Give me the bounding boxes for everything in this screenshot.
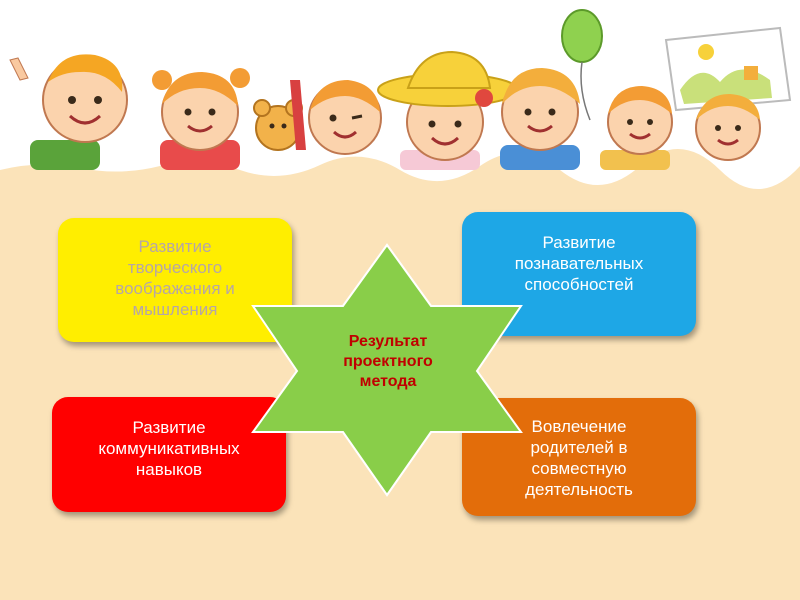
star-center-label: Результат проектного метода xyxy=(343,333,433,390)
box-creative-imagination-label: Развитие творческого воображения и мышле… xyxy=(115,237,235,319)
teddy-bear xyxy=(253,99,303,151)
box-parent-involvement: Вовлечение родителей в совместную деятел… xyxy=(462,398,696,516)
box-creative-imagination: Развитие творческого воображения и мышле… xyxy=(58,218,292,342)
kid-4 xyxy=(377,50,519,170)
children-illustration xyxy=(9,9,792,170)
kid-5 xyxy=(500,68,580,170)
box-cognitive-abilities-label: Развитие познавательных способностей xyxy=(514,233,644,294)
box-parent-involvement-label: Вовлечение родителей в совместную деятел… xyxy=(525,417,633,499)
kid-2 xyxy=(152,68,250,170)
box-cognitive-abilities: Развитие познавательных способностей xyxy=(462,212,696,336)
kid-7-with-drawing xyxy=(664,26,792,161)
kid-1 xyxy=(9,54,128,170)
kid-6 xyxy=(600,86,673,170)
kid-3 xyxy=(290,80,382,155)
box-communication-skills-label: Развитие коммуникативных навыков xyxy=(98,418,240,479)
balloon xyxy=(561,9,603,121)
box-communication-skills: Развитие коммуникативных навыков xyxy=(52,397,286,512)
